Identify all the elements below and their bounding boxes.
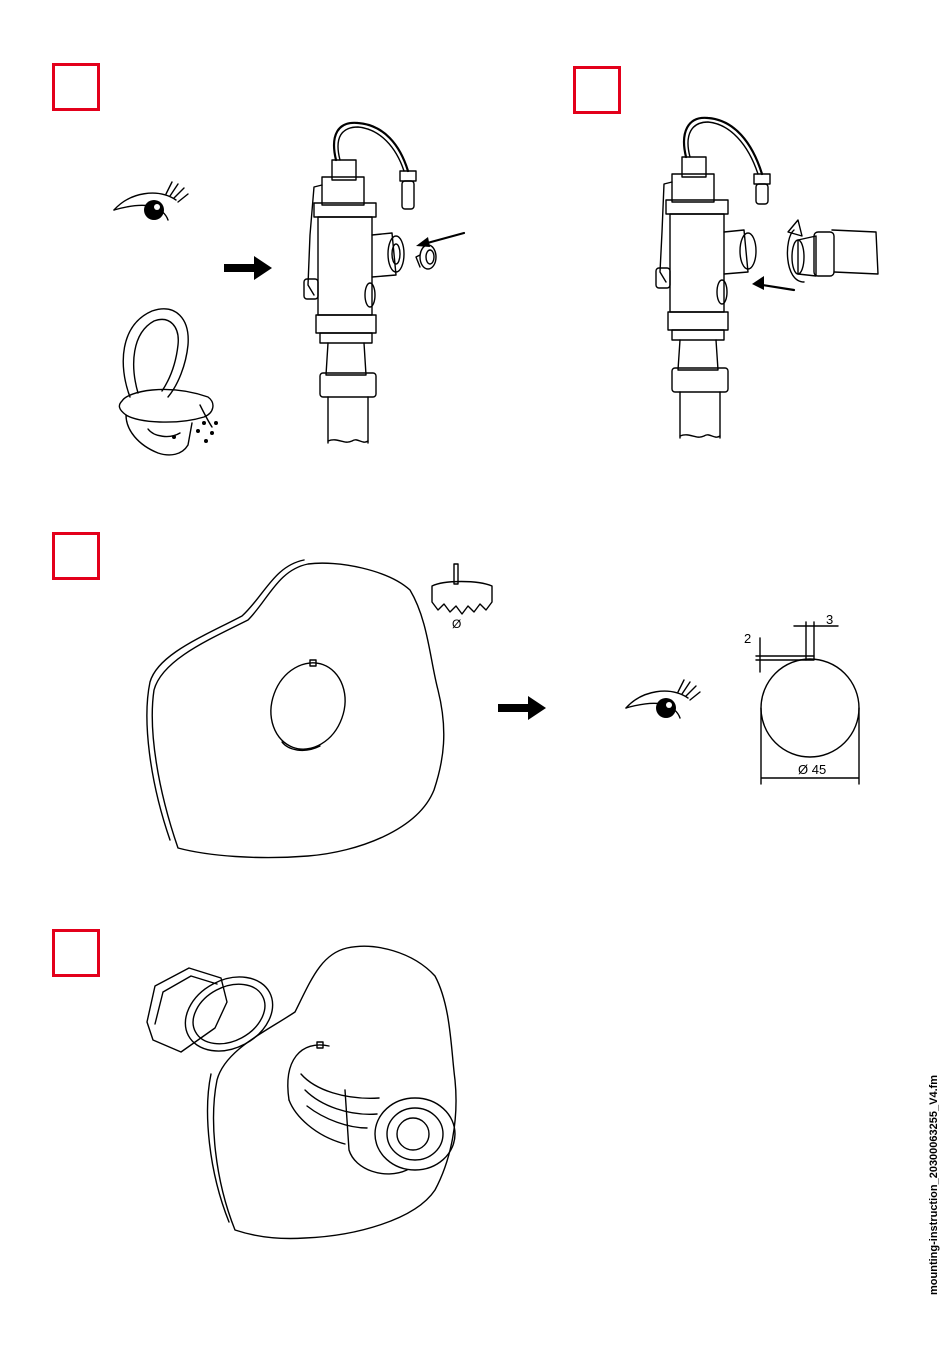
dimension-height-small: 2 (744, 631, 751, 646)
dimension-drawing: 3 2 Ø 45 (740, 612, 870, 792)
dimension-width-small: 3 (826, 612, 833, 627)
step-box-3 (52, 532, 100, 580)
push-button-assembly (135, 940, 465, 1270)
eye-icon (622, 676, 702, 724)
wall-panel-icon (148, 560, 453, 860)
svg-text:Ø: Ø (452, 617, 461, 631)
arrow-right-icon (224, 256, 274, 280)
valve-icon (654, 112, 884, 442)
toilet-icon (108, 305, 228, 465)
step-box-2 (573, 66, 621, 114)
dimension-diameter: Ø 45 (798, 762, 826, 777)
step-box-4 (52, 929, 100, 977)
arrow-right-icon (498, 696, 548, 720)
footer-filename: mounting-instruction_20300063255_V4.fm (928, 1075, 940, 1295)
valve-icon (292, 115, 472, 445)
hole-saw-icon: Ø (426, 562, 498, 632)
eye-icon (110, 178, 190, 226)
step-box-1 (52, 63, 100, 111)
